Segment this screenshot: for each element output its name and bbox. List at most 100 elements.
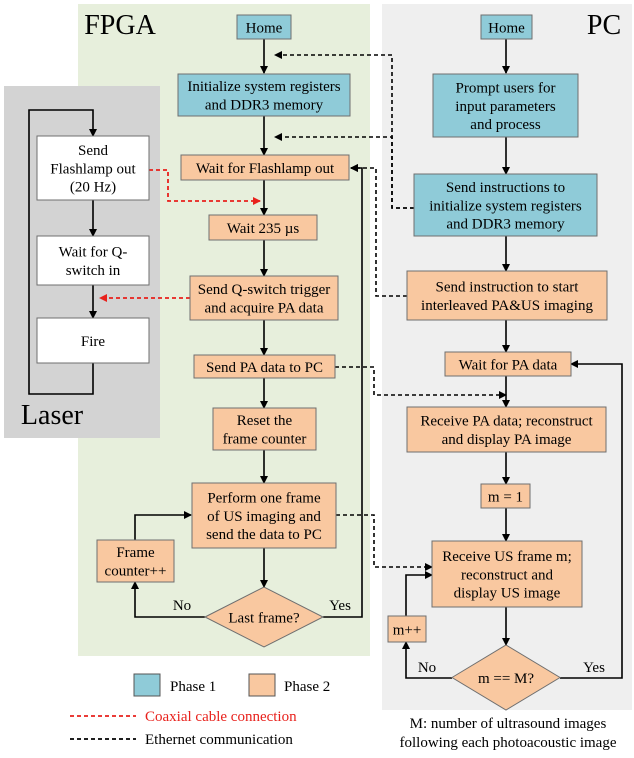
node-shape: [480, 14, 533, 40]
fpga-yes-label: Yes: [329, 598, 351, 614]
node-shape: [180, 154, 350, 181]
legend-ethernet-label: Ethernet communication: [145, 732, 293, 748]
laser-title: Laser: [21, 400, 84, 431]
node-shape: [193, 354, 336, 379]
coax-links: [99, 169, 261, 302]
node-label: Frame: [116, 545, 155, 561]
node-label: Home: [488, 20, 525, 36]
node-shape: [203, 586, 325, 648]
node-p-receive-pa: Receive PA data; reconstruct and display …: [406, 406, 607, 453]
node-label: interleaved PA&US imaging: [421, 298, 593, 314]
node-label: Perform one frame: [207, 490, 321, 506]
node-label: and DDR3 memory: [205, 97, 324, 113]
node-label: of US imaging and: [207, 509, 321, 525]
node-shape: [208, 214, 318, 241]
node-p-send-start: Send instruction to start interleaved PA&…: [406, 270, 608, 321]
node-label: counter++: [105, 563, 167, 579]
node-label: and process: [470, 117, 541, 133]
node-l-wait-q: Wait for Q-switch in: [36, 235, 150, 286]
node-f-send-pa: Send PA data to PC: [193, 354, 336, 379]
node-label: initialize system registers: [429, 198, 582, 214]
node-label: Wait 235 µs: [227, 221, 300, 237]
node-label: (20 Hz): [70, 180, 116, 196]
node-label: Wait for Flashlamp out: [196, 161, 335, 177]
node-shape: [36, 317, 150, 364]
legend-coax-label: Coaxial cable connection: [145, 709, 297, 725]
node-p-prompt: Prompt users for input parameters and proc…: [432, 73, 579, 138]
node-shape: [236, 14, 292, 40]
node-label: and display PA image: [442, 432, 572, 448]
node-label: frame counter: [223, 431, 307, 447]
note-line-1: M: number of ultrasound images: [410, 716, 607, 732]
node-shape: [177, 73, 351, 117]
fpga-title: FPGA: [84, 10, 156, 41]
node-label: Wait for Q-: [59, 245, 128, 261]
node-label: Reset the: [237, 413, 293, 429]
node-f-last: Last frame?: [203, 586, 325, 648]
node-shape: [480, 483, 531, 509]
node-shape: [387, 615, 427, 643]
node-shape: [431, 540, 583, 608]
node-p-home: Home: [480, 14, 533, 40]
node-label: m++: [393, 622, 422, 638]
node-shape: [432, 73, 579, 138]
node-shape: [191, 482, 337, 549]
node-label: reconstruct and: [461, 567, 554, 583]
node-label: Last frame?: [228, 610, 300, 626]
node-shape: [36, 235, 150, 286]
node-label: Prompt users for: [456, 80, 556, 96]
node-label: switch in: [66, 263, 121, 279]
node-f-wait235: Wait 235 µs: [208, 214, 318, 241]
node-f-us: Perform one frame of US imaging and send t…: [191, 482, 337, 549]
node-label: Fire: [81, 334, 106, 350]
node-label: Send: [78, 143, 109, 159]
node-label: Send Q-switch trigger: [198, 282, 330, 298]
node-label: Flashlamp out: [50, 161, 136, 177]
node-shape: [406, 406, 607, 453]
node-p-mpp: m++: [387, 615, 427, 643]
pc-title: PC: [587, 10, 621, 41]
node-label: m == M?: [478, 671, 534, 687]
node-label: send the data to PC: [206, 527, 322, 543]
node-shape: [413, 173, 598, 237]
fpga-no-label: No: [173, 598, 191, 614]
node-label: Receive US frame m;: [442, 549, 572, 565]
node-label: display US image: [454, 586, 561, 602]
node-label: Home: [246, 20, 283, 36]
node-shape: [36, 135, 150, 201]
node-label: Send PA data to PC: [206, 360, 323, 376]
node-shape: [444, 351, 572, 377]
node-p-receive-us: Receive US frame m; reconstruct and displa…: [431, 540, 583, 608]
legend-phase2-label: Phase 2: [284, 679, 330, 695]
node-label: Wait for PA data: [459, 357, 558, 373]
node-f-home: Home: [236, 14, 292, 40]
node-shape: [406, 270, 608, 321]
node-shape: [189, 275, 339, 321]
node-f-counter: Frame counter++: [96, 539, 175, 583]
ethernet-links: [274, 51, 507, 571]
node-label: m = 1: [488, 489, 523, 505]
node-p-mcheck: m == M?: [451, 644, 561, 711]
note-line-2: following each photoacoustic image: [399, 735, 616, 751]
node-label: Receive PA data; reconstruct: [420, 414, 593, 430]
connectors: [28, 39, 623, 679]
node-label: input parameters: [455, 99, 556, 115]
pc-yes-label: Yes: [583, 660, 605, 676]
node-l-fire: Fire: [36, 317, 150, 364]
legend-phase1-label: Phase 1: [170, 679, 216, 695]
node-label: and DDR3 memory: [446, 217, 565, 233]
legend-phase1-swatch: [133, 673, 161, 697]
node-f-wait-flash: Wait for Flashlamp out: [180, 154, 350, 181]
node-p-m1: m = 1: [480, 483, 531, 509]
node-label: and acquire PA data: [205, 300, 324, 316]
node-label: Send instruction to start: [436, 280, 580, 296]
node-shape: [212, 407, 317, 451]
legend-phase2-swatch: [248, 673, 276, 697]
node-shape: [96, 539, 175, 583]
node-p-wait-pa: Wait for PA data: [444, 351, 572, 377]
